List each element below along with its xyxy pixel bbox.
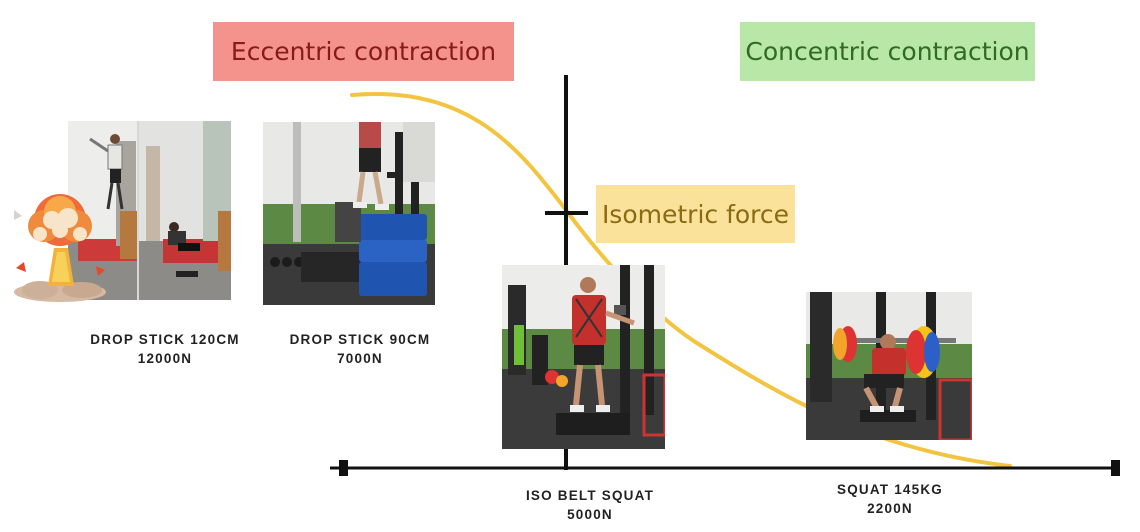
drop-stick-90-photo bbox=[263, 122, 435, 305]
squat-145kg-photo bbox=[806, 292, 972, 440]
axis-end-left bbox=[339, 460, 348, 476]
axis-end-right bbox=[1111, 460, 1120, 476]
exercise-name: SQUAT 145KG bbox=[837, 482, 943, 497]
caption-drop-stick-90: DROP STICK 90CM 7000N bbox=[270, 330, 450, 368]
exercise-force: 2200N bbox=[867, 501, 913, 516]
exercise-name: ISO BELT SQUAT bbox=[525, 488, 655, 503]
concentric-label: Concentric contraction bbox=[740, 22, 1035, 81]
caption-iso-belt-squat: ISO BELT SQUAT 5000N bbox=[490, 486, 690, 524]
eccentric-label: Eccentric contraction bbox=[213, 22, 514, 81]
exercise-name: DROP STICK 90CM bbox=[289, 332, 431, 347]
drop-stick-120-photo bbox=[68, 121, 231, 300]
caption-squat-145kg: SQUAT 145KG 2200N bbox=[790, 480, 990, 518]
exercise-name: DROP STICK 120CM bbox=[90, 332, 240, 347]
isometric-label: Isometric force bbox=[596, 185, 795, 243]
exercise-force: 5000N bbox=[567, 507, 613, 522]
explosion-icon bbox=[10, 190, 110, 302]
exercise-force: 7000N bbox=[337, 351, 383, 366]
exercise-force: 12000N bbox=[137, 351, 193, 366]
iso-belt-squat-photo bbox=[502, 265, 665, 449]
caption-drop-stick-120: DROP STICK 120CM 12000N bbox=[70, 330, 260, 368]
